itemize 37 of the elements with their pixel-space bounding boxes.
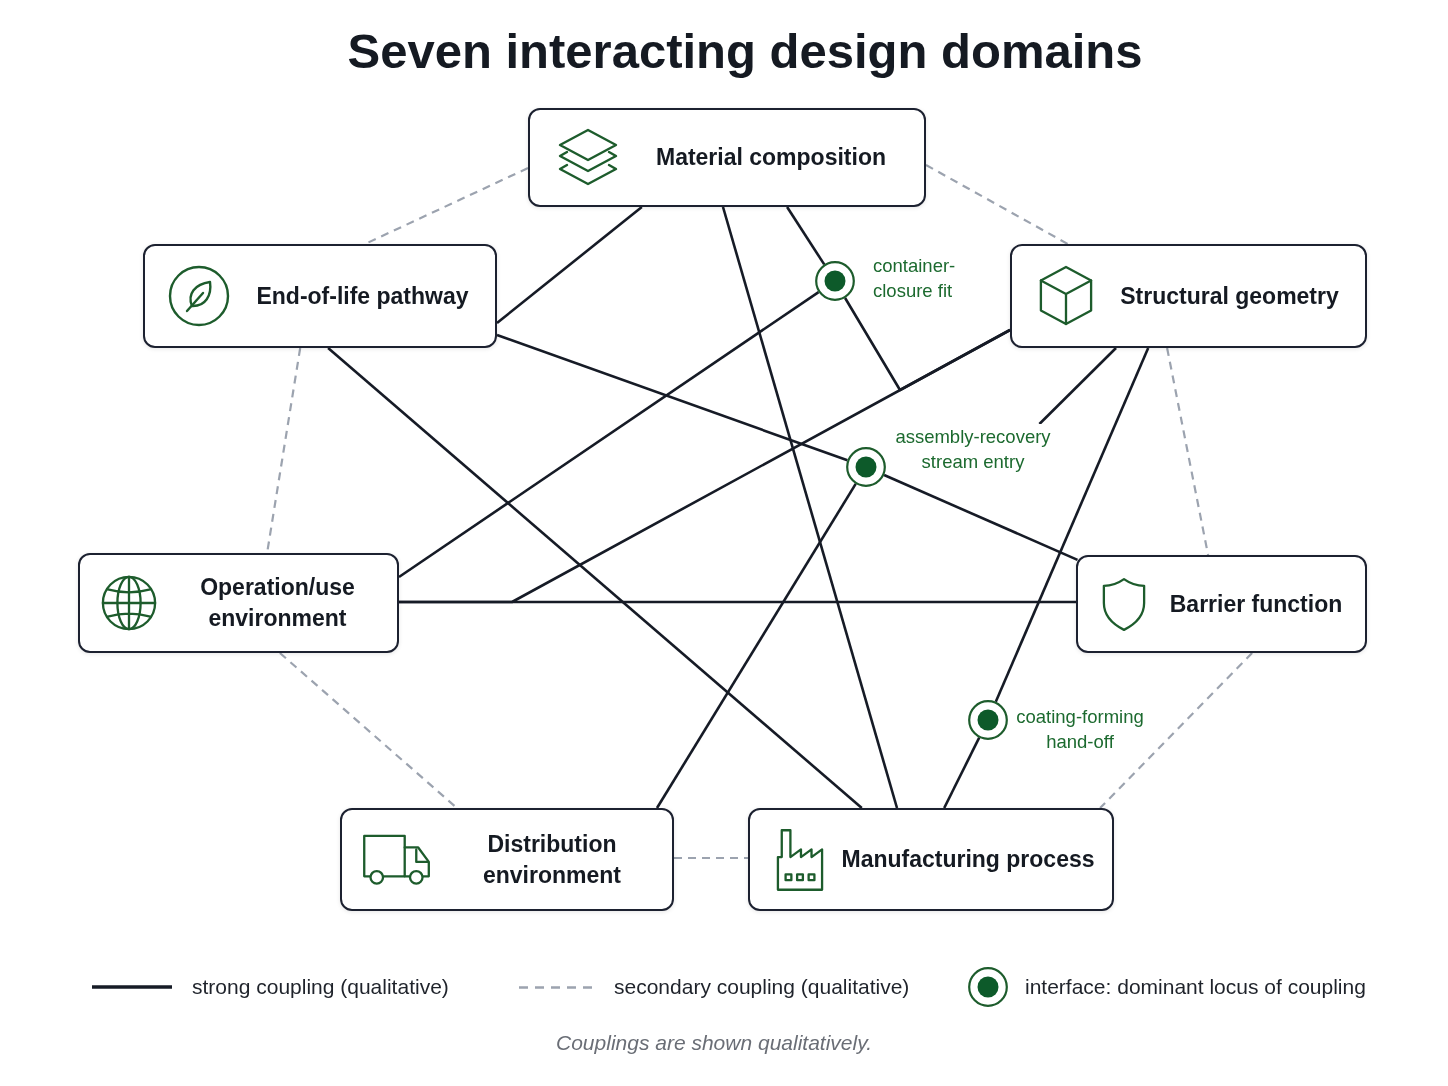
dashed-connector: [279, 652, 458, 809]
diagram-title: Seven interacting design domains: [347, 23, 1143, 80]
domain-label: Material composition: [655, 143, 886, 172]
connector-line: [496, 206, 643, 324]
dashed-connector: [674, 856, 748, 860]
domain-box: [78, 553, 399, 653]
domain-label: Distribution environment: [482, 829, 622, 890]
domain-box: [748, 808, 1114, 911]
domain-box: [528, 108, 926, 207]
dashed-connector: [1166, 347, 1210, 556]
legend-label: interface: dominant locus of coupling: [1025, 974, 1366, 1000]
domain-label: Operation/use environment: [199, 573, 356, 633]
interface-label: assembly-recovery stream entry: [894, 424, 1052, 474]
domain-label: Manufacturing process: [841, 845, 1095, 874]
caption: Couplings are shown qualitatively.: [556, 1030, 872, 1056]
connector-line: [398, 291, 820, 579]
domain-label: End-of-life pathway: [256, 281, 469, 311]
connector-line: [655, 483, 857, 809]
connector-line: [786, 206, 826, 266]
connector-line: [943, 737, 981, 809]
connector-line: [994, 347, 1150, 703]
domain-label: Barrier function: [1169, 589, 1343, 619]
connector-line: [327, 347, 863, 809]
connector-line: [399, 600, 1076, 604]
legend-label: secondary coupling (qualitative): [614, 974, 910, 1000]
domain-box: [1010, 244, 1367, 348]
domain-label: Structural geometry: [1120, 281, 1339, 311]
domain-box: [1076, 555, 1367, 653]
domain-box: [340, 808, 674, 911]
connector-line: [883, 473, 1079, 562]
leader-line: [1038, 347, 1117, 425]
connector-line: [496, 333, 848, 462]
connector-line: [721, 206, 899, 809]
dashed-connector: [1099, 652, 1253, 809]
dashed-connector: [925, 164, 1069, 245]
legend-label: strong coupling (qualitative): [192, 974, 449, 1000]
domain-box: [143, 244, 497, 348]
